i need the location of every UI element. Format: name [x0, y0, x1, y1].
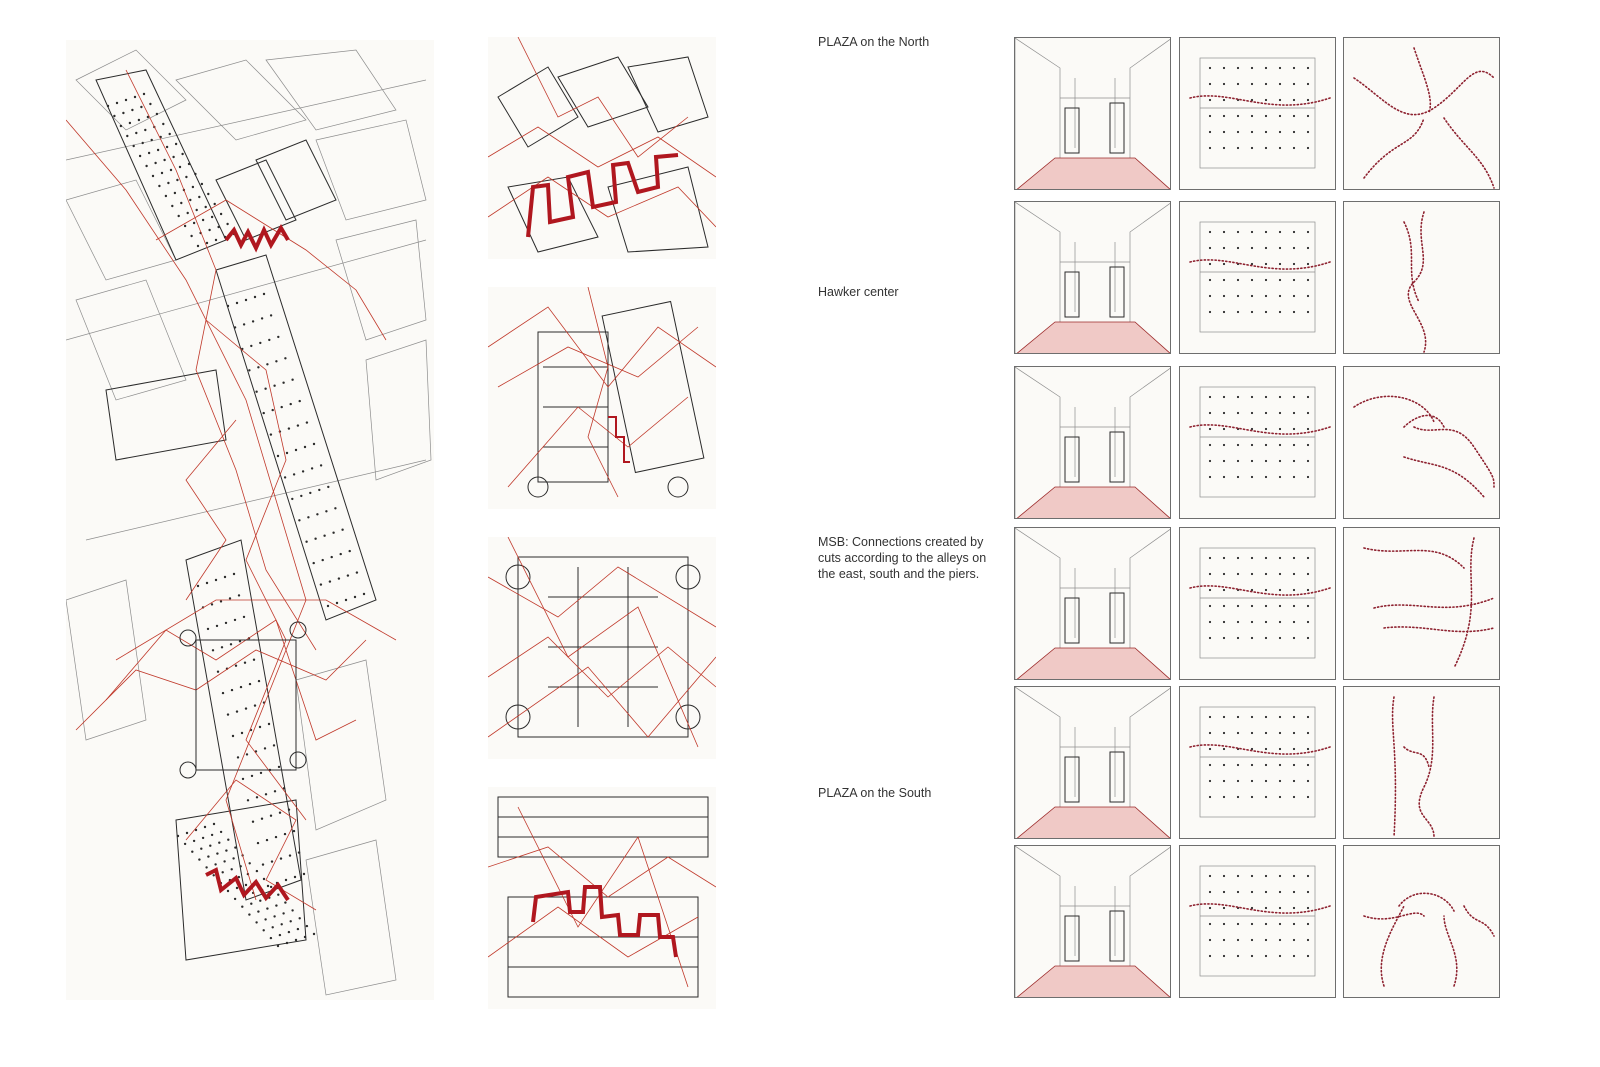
- connection-web: [66, 69, 397, 911]
- caption-north-plaza: PLAZA on the North: [818, 35, 930, 49]
- sketch-plan-row-2: [1179, 201, 1336, 354]
- sketch-perspective-row-6: [1014, 845, 1171, 998]
- sketch-perspective-row-3: [1014, 366, 1171, 519]
- caption-msb: MSB: Connections created by cuts accordi…: [818, 534, 993, 582]
- hawker-detail-figure: [608, 416, 630, 463]
- sketch-perspective-row-4: [1014, 527, 1171, 680]
- detail-north-svg: [488, 37, 716, 253]
- detail-hawker-svg: [488, 287, 716, 498]
- south-plaza-detail-figure: [531, 885, 678, 958]
- sketch-path-trace-row-4: [1343, 527, 1500, 680]
- caption-msb-line-2: cuts according to the alleys on: [818, 551, 987, 565]
- detail-north-plaza: [488, 37, 716, 259]
- sketch-plan-row-1: [1179, 37, 1336, 190]
- master-axonometric-drawing: [66, 40, 434, 1000]
- sketch-plan-row-3: [1179, 366, 1336, 519]
- sketch-path-trace-row-6: [1343, 845, 1500, 998]
- sketch-path-trace-row-1: [1343, 37, 1500, 190]
- detail-south-svg: [488, 796, 716, 998]
- axonometric-svg: [66, 49, 432, 996]
- north-plaza-detail-figure: [526, 153, 679, 238]
- sketch-path-trace-row-3: [1343, 366, 1500, 519]
- detail-msb: [488, 537, 716, 759]
- caption-msb-line-1: MSB: Connections created by: [818, 535, 984, 549]
- sketch-path-trace-row-2: [1343, 201, 1500, 354]
- sketch-plan-row-6: [1179, 845, 1336, 998]
- caption-msb-line-3: the east, south and the piers.: [818, 567, 980, 581]
- north-plaza-figure: [224, 224, 290, 253]
- south-plaza-figure: [205, 867, 290, 902]
- sketch-perspective-row-1: [1014, 37, 1171, 190]
- detail-hawker-center: [488, 287, 716, 509]
- caption-south-plaza: PLAZA on the South: [818, 786, 932, 800]
- sketch-path-trace-row-5: [1343, 686, 1500, 839]
- detail-msb-svg: [488, 537, 716, 748]
- sketch-perspective-row-5: [1014, 686, 1171, 839]
- caption-hawker-center: Hawker center: [818, 285, 899, 299]
- sketch-plan-row-5: [1179, 686, 1336, 839]
- sketch-plan-row-4: [1179, 527, 1336, 680]
- detail-south-plaza: [488, 787, 716, 1009]
- sketch-perspective-row-2: [1014, 201, 1171, 354]
